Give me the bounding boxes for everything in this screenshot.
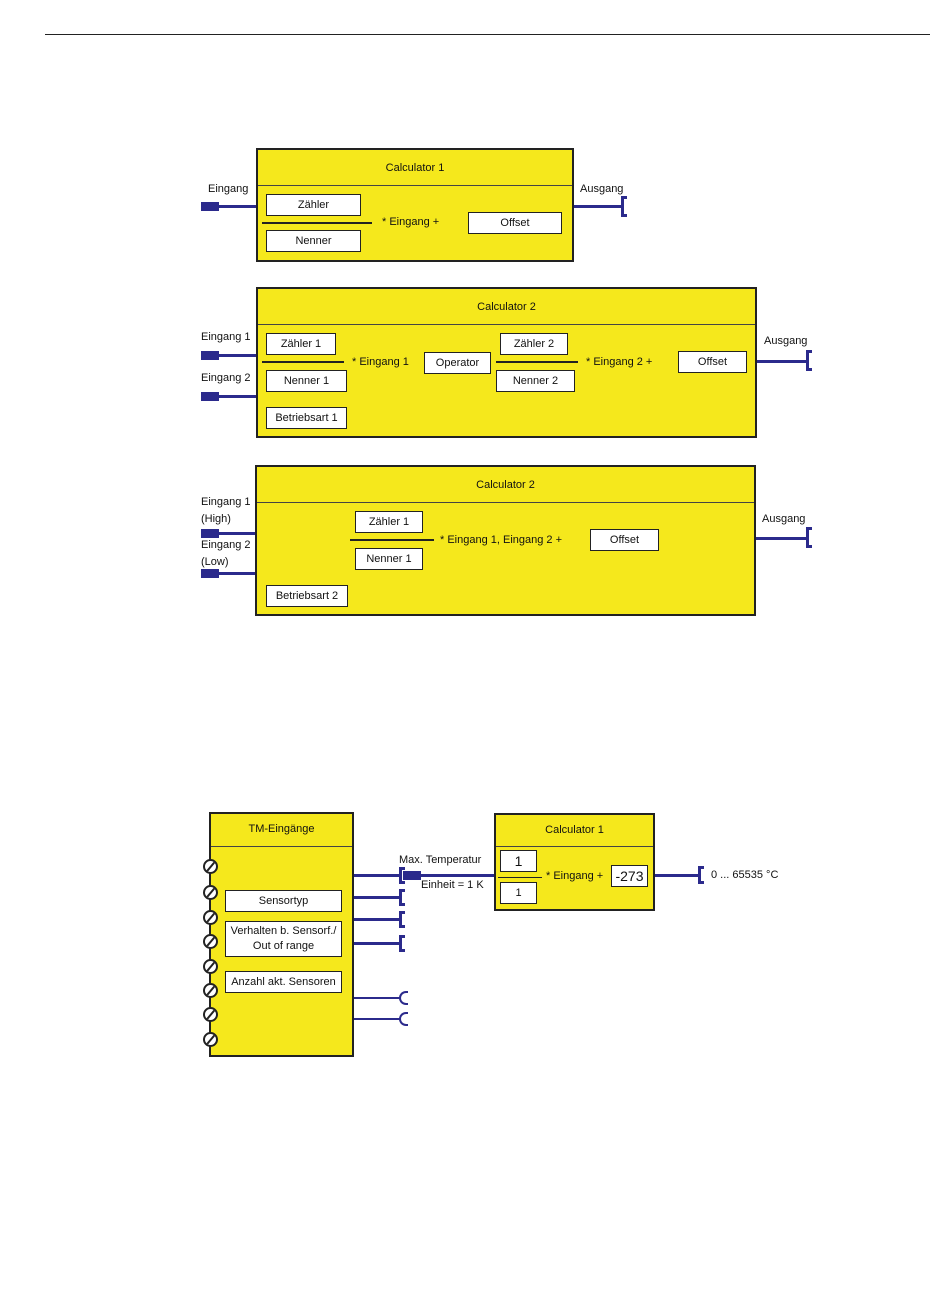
unit-label: Einheit = 1 K [421, 879, 484, 891]
calc-example-output-range: 0 ... 65535 °C [711, 869, 779, 881]
calc-example-offset-field[interactable]: -273 [611, 865, 648, 887]
terminal-screw-icon [203, 1032, 218, 1047]
calc1-block: Calculator 1 Zähler Nenner * Eingang + O… [256, 148, 574, 262]
tm-output-connector-2 [399, 889, 405, 906]
calc1-title: Calculator 1 [258, 150, 572, 186]
terminal-screw-icon [203, 959, 218, 974]
calc3-input2-label: Eingang 2 [201, 539, 251, 551]
calc-example-denominator-field[interactable]: 1 [500, 882, 537, 904]
calc2-output-wire [757, 360, 807, 363]
tm-output-wire-5 [354, 997, 400, 999]
calc3-output-connector [806, 527, 812, 548]
calc1-input-label: Eingang [208, 183, 249, 195]
calc2-output-label: Ausgang [764, 335, 808, 347]
tm-active-sensors-field[interactable]: Anzahl akt. Sensoren [225, 971, 342, 993]
calc1-offset-field[interactable]: Offset [468, 212, 562, 234]
tm-output-wire-3 [354, 918, 400, 921]
calc3-input1-sub: (High) [201, 513, 231, 525]
calc1-output-connector [621, 196, 627, 217]
terminal-screw-icon [203, 910, 218, 925]
terminal-screw-icon [203, 1007, 218, 1022]
tm-behaviour-line2: Out of range [252, 940, 315, 952]
tm-sensortyp-field[interactable]: Sensortyp [225, 890, 342, 912]
tm-output-connector-1 [399, 867, 405, 884]
calc-example-output-connector [698, 866, 704, 884]
calc2-block: Calculator 2 Zähler 1 Nenner 1 * Eingang… [256, 287, 757, 438]
tm-output-socket-6 [399, 1012, 408, 1026]
calc2-offset-field[interactable]: Offset [678, 351, 747, 373]
calc2-mode-field[interactable]: Betriebsart 1 [266, 407, 347, 429]
calc3-output-label: Ausgang [762, 513, 806, 525]
calc2-input2-label: Eingang 2 [201, 372, 251, 384]
calc-example-title: Calculator 1 [496, 815, 653, 847]
tm-output-connector-3 [399, 911, 405, 928]
terminal-screw-icon [203, 934, 218, 949]
calc2-title: Calculator 2 [258, 289, 755, 325]
calc3-mult-text: * Eingang 1, Eingang 2 + [440, 534, 563, 546]
calc3-title: Calculator 2 [257, 467, 754, 503]
calc3-output-wire [756, 537, 807, 540]
tm-behaviour-field[interactable]: Verhalten b. Sensorf./ Out of range [225, 921, 342, 957]
calc3-input1-plug [201, 529, 219, 538]
calc3-input1-label: Eingang 1 [201, 496, 251, 508]
tm-output-wire-4 [354, 942, 400, 945]
calc2-output-connector [806, 350, 812, 371]
calc2-input1-label: Eingang 1 [201, 331, 251, 343]
tm-title: TM-Eingänge [211, 814, 352, 847]
calc1-output-label: Ausgang [580, 183, 624, 195]
calc2-fraction2-bar [496, 361, 578, 363]
tm-output-wire-1 [354, 874, 400, 877]
calc2-numerator2-field[interactable]: Zähler 2 [500, 333, 568, 355]
calc2-fraction1-bar [262, 361, 344, 363]
calc2-input1-wire [219, 354, 257, 357]
calc1-input-wire [219, 205, 257, 208]
calc3-fraction-bar [350, 539, 434, 541]
header-rule [45, 34, 930, 35]
link-wire [420, 874, 496, 877]
tm-output-wire-2 [354, 896, 400, 899]
calc1-multiplier-text: * Eingang + [382, 216, 440, 228]
calc2-input1-plug [201, 351, 219, 360]
terminal-screw-icon [203, 859, 218, 874]
calc-example-numerator-field[interactable]: 1 [500, 850, 537, 872]
calc-example-block: Calculator 1 1 1 * Eingang + -273 [494, 813, 655, 911]
calc3-mode-field[interactable]: Betriebsart 2 [266, 585, 348, 607]
calc1-input-plug [201, 202, 219, 211]
calc3-block: Calculator 2 Zähler 1 Nenner 1 * Eingang… [255, 465, 756, 616]
calc3-input2-wire [219, 572, 257, 575]
calc2-operator-field[interactable]: Operator [424, 352, 491, 374]
calc3-denominator-field[interactable]: Nenner 1 [355, 548, 423, 570]
calc-example-output-wire [655, 874, 699, 877]
calc1-fraction-bar [262, 222, 372, 224]
calc-example-mult-text: * Eingang + [546, 870, 604, 882]
calc2-mult1-text: * Eingang 1 [352, 356, 409, 368]
calc2-mult2-text: * Eingang 2 + [586, 356, 653, 368]
calc3-input2-plug [201, 569, 219, 578]
tm-behaviour-line1: Verhalten b. Sensorf./ [230, 925, 337, 938]
tm-output-socket-5 [399, 991, 408, 1005]
calc1-denominator-field[interactable]: Nenner [266, 230, 361, 252]
calc2-denominator1-field[interactable]: Nenner 1 [266, 370, 347, 392]
calc3-numerator-field[interactable]: Zähler 1 [355, 511, 423, 533]
calc2-input2-plug [201, 392, 219, 401]
terminal-screw-icon [203, 983, 218, 998]
calc1-output-wire [574, 205, 622, 208]
calc2-denominator2-field[interactable]: Nenner 2 [496, 370, 575, 392]
tm-block: TM-Eingänge Sensortyp Verhalten b. Senso… [203, 812, 354, 1057]
calc2-numerator1-field[interactable]: Zähler 1 [266, 333, 336, 355]
calc1-numerator-field[interactable]: Zähler [266, 194, 361, 216]
calc-example-fraction-bar [498, 877, 542, 878]
tm-output-plug-1 [403, 871, 421, 880]
max-temp-label: Max. Temperatur [399, 854, 482, 866]
calc2-input2-wire [219, 395, 257, 398]
terminal-screw-icon [203, 885, 218, 900]
calc3-input1-wire [219, 532, 257, 535]
calc3-input2-sub: (Low) [201, 556, 229, 568]
calc3-offset-field[interactable]: Offset [590, 529, 659, 551]
tm-output-wire-6 [354, 1018, 400, 1020]
tm-output-connector-4 [399, 935, 405, 952]
